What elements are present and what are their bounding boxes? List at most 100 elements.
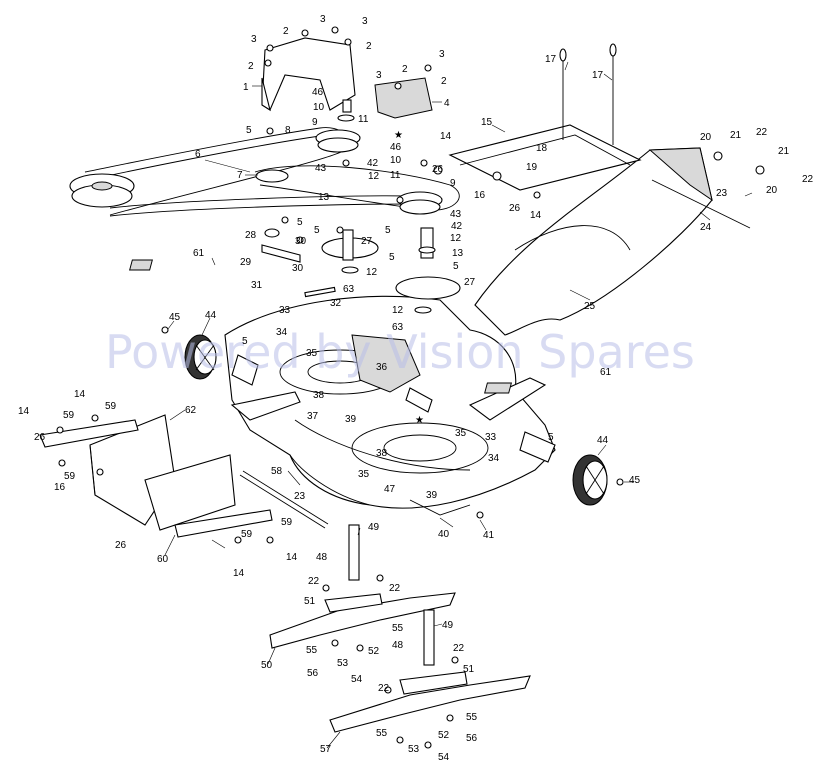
callout-13: 13 — [318, 192, 330, 203]
callout-48: 48 — [316, 552, 328, 563]
callout-5: 5 — [453, 261, 459, 272]
callout-14: 14 — [530, 210, 542, 221]
callout-5: 5 — [242, 336, 248, 347]
callout-42: 42 — [367, 158, 379, 169]
callout-15: 15 — [481, 117, 493, 128]
callout-45: 45 — [169, 312, 181, 323]
callout-59: 59 — [241, 529, 253, 540]
callout-43: 43 — [450, 209, 462, 220]
callout-43: 43 — [315, 163, 327, 174]
callout-25: 25 — [584, 301, 596, 312]
callout-21: 21 — [778, 146, 790, 157]
callout-16: 16 — [474, 190, 486, 201]
callout-39: 39 — [426, 490, 438, 501]
callout-35: 35 — [306, 348, 318, 359]
callout-28: 28 — [245, 230, 257, 241]
callout-29: 29 — [240, 257, 252, 268]
rods — [559, 43, 751, 229]
callout-50: 50 — [261, 660, 273, 671]
callout-2: 2 — [441, 76, 447, 87]
callout-30: 30 — [292, 263, 304, 274]
callout-11: 11 — [390, 170, 401, 181]
callout-61: 61 — [600, 367, 612, 378]
callout-14: 14 — [74, 389, 86, 400]
blades — [269, 524, 531, 733]
callout-23: 23 — [294, 491, 306, 502]
callout-14: 14 — [233, 568, 245, 579]
callout-46: 46 — [312, 87, 324, 98]
callout-59: 59 — [105, 401, 117, 412]
callout-59: 59 — [281, 517, 293, 528]
callout-32: 32 — [330, 298, 342, 309]
callout-22: 22 — [756, 127, 768, 138]
callout-30: 30 — [295, 236, 307, 247]
callout-12: 12 — [366, 267, 378, 278]
callout-63: 63 — [343, 284, 355, 295]
hardware — [56, 26, 765, 749]
callout-49: 49 — [442, 620, 454, 631]
pulleys — [69, 129, 461, 300]
callout-33: 33 — [279, 305, 291, 316]
callout-1: 1 — [243, 82, 249, 93]
callout-59: 59 — [64, 471, 76, 482]
callout-27: 27 — [464, 277, 476, 288]
callout-26: 26 — [34, 432, 46, 443]
discharge-chute — [448, 124, 713, 336]
callout-22: 22 — [308, 576, 320, 587]
callout-52: 52 — [438, 730, 450, 741]
callout-46: 46 — [390, 142, 402, 153]
star-marker: ★ — [415, 415, 424, 426]
callout-56: 56 — [307, 668, 319, 679]
callout-55: 55 — [376, 728, 388, 739]
callout-54: 54 — [438, 752, 450, 763]
decals — [129, 259, 513, 394]
callout-55: 55 — [466, 712, 478, 723]
side-bracket-assembly — [39, 414, 329, 538]
mower-deck — [224, 295, 556, 516]
callout-5: 5 — [385, 225, 391, 236]
spindle-stacks — [261, 99, 436, 314]
callout-8: 8 — [285, 125, 291, 136]
callout-63: 63 — [392, 322, 404, 333]
belt-covers — [261, 37, 433, 119]
watermark-text: Powered by Vision Spares — [105, 325, 695, 379]
callout-13: 13 — [452, 248, 464, 259]
callout-60: 60 — [157, 554, 169, 565]
callout-37: 37 — [307, 411, 319, 422]
callout-6: 6 — [195, 149, 201, 160]
callout-52: 52 — [368, 646, 380, 657]
callout-26: 26 — [432, 164, 444, 175]
callout-22: 22 — [453, 643, 465, 654]
callout-2: 2 — [283, 26, 289, 37]
callout-19: 19 — [526, 162, 538, 173]
callout-35: 35 — [455, 428, 467, 439]
callout-16: 16 — [54, 482, 66, 493]
callout-20: 20 — [700, 132, 712, 143]
callout-55: 55 — [306, 645, 318, 656]
callout-62: 62 — [185, 405, 197, 416]
callout-9: 9 — [312, 117, 318, 128]
callout-61: 61 — [193, 248, 205, 259]
callout-51: 51 — [304, 596, 316, 607]
callout-22: 22 — [802, 174, 814, 185]
part-callouts: 1 2 2 2 2 2 3 3 3 3 3 4 5 5 5 5 5 5 5 5 … — [18, 14, 814, 763]
callout-26: 26 — [509, 203, 521, 214]
callout-5: 5 — [548, 432, 554, 443]
callout-2: 2 — [402, 64, 408, 75]
callout-11: 11 — [358, 114, 369, 125]
callout-3: 3 — [376, 70, 382, 81]
callout-21: 21 — [730, 130, 742, 141]
callout-10: 10 — [313, 102, 325, 113]
callout-5: 5 — [246, 125, 252, 136]
callout-53: 53 — [337, 658, 349, 669]
callout-39: 39 — [345, 414, 357, 425]
callout-58: 58 — [271, 466, 283, 477]
callout-18: 18 — [536, 143, 548, 154]
callout-22: 22 — [389, 583, 401, 594]
callout-5: 5 — [389, 252, 395, 263]
callout-34: 34 — [488, 453, 500, 464]
callout-12: 12 — [368, 171, 380, 182]
star-marker: ★ — [394, 130, 403, 141]
callout-26: 26 — [115, 540, 127, 551]
callout-53: 53 — [408, 744, 420, 755]
